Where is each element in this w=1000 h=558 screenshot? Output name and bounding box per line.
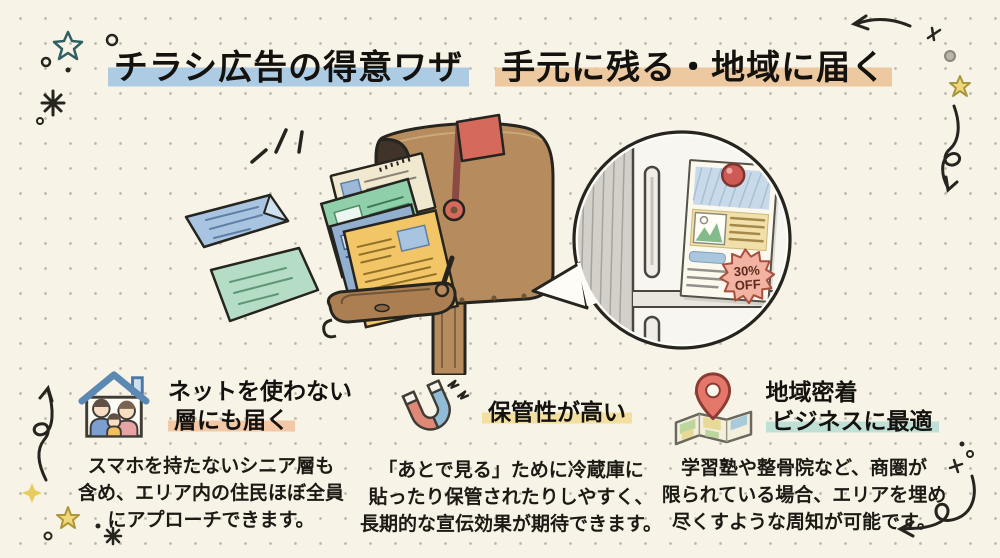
floating-flyer-blue-icon [184,193,290,249]
sparkle-icon [948,458,964,474]
feature-body-line: にアプローチできます。 [107,510,315,531]
circle-doodle-icon [43,531,53,541]
feature3-heading-line1: 地域密着 [765,379,858,405]
doodle-top-right [850,14,971,193]
spark-icon [447,379,470,400]
mailbox-door [322,255,457,339]
feature-body-line: 含め、エリア内の住民ほぼ全員 [77,483,344,504]
flyer-on-fridge-icon: 30% OFF [679,159,781,306]
feature-heading: ネットを使わない 層にも届く [168,377,352,435]
feature-body: スマホを持たないシニア層も 含め、エリア内の住民ほぼ全員 にアプローチできます。 [52,453,370,534]
feature1-heading-line2: 層にも届く [168,407,295,433]
curved-arrow-icon [850,14,912,31]
yellow-star-icon [949,75,971,97]
emphasis-lines-icon [250,128,304,164]
fridge-magnifier-callout: 30% OFF [531,130,792,350]
circle-doodle-icon [944,50,956,62]
feature2-heading-line1: 保管性が高い [482,398,632,425]
loop-arrow-up-icon [32,384,54,482]
feature1-heading-line1: ネットを使わない [168,378,352,404]
feature-body-line: スマホを持たないシニア層も [87,456,335,477]
feature-card-local: 地域密着 ビジネスに最適 学習塾や整骨院など、商圏が 限られている場合、エリアを… [645,368,963,536]
map-pin-icon [674,372,752,446]
mailbox-flag-icon [442,113,506,222]
title-part2: 手元に残る・地域に届く [495,40,893,89]
magnet-dot-icon [720,162,746,188]
loop-arrow-left-icon [896,474,976,538]
loop-arrow-down-icon [941,104,961,193]
feature-body-line: 貼ったり保管されたりしやすく、 [368,487,654,508]
sticker-line2: OFF [734,276,761,293]
doodle-top-left [36,30,119,125]
feature-card-reach: ネットを使わない 層にも届く スマホを持たないシニア層も 含め、エリア内の住民ほ… [52,368,370,534]
doodle-bottom-right [896,441,976,538]
mailbox-illustration [184,113,555,375]
house-family-icon [78,371,150,438]
yellow-star-icon [56,506,80,529]
floating-flyer-green-icon [209,246,320,323]
page-title: チラシ広告の得意ワザ 手元に残る・地域に届く [0,40,1000,89]
feature-body-line: 長期的な宣伝効果が期待できます。 [359,514,663,535]
doodle-bottom-left [22,384,123,546]
yellow-sparkle-icon [22,483,42,503]
title-part1: チラシ広告の得意ワザ [107,40,470,89]
feature3-heading-line2: ビジネスに最適 [765,408,939,434]
feature-card-storage: 保管性が高い 「あとで見る」ために冷蔵庫に 貼ったり保管されたりしやすく、 長期… [352,376,670,538]
feature-body: 学習塾や整骨院など、商圏が 限られている場合、エリアを埋め 尽くすような周知が可… [645,455,963,536]
circle-doodle-icon [966,450,974,458]
sparkle-icon [926,26,942,42]
circle-doodle-icon [40,56,52,68]
discount-sticker: 30% OFF [719,248,776,305]
feature-body-line: 尽くすような周知が可能です。 [671,512,937,533]
feature-body: 「あとで見る」ために冷蔵庫に 貼ったり保管されたりしやすく、 長期的な宣伝効果が… [352,457,670,538]
circle-doodle-icon [36,117,44,125]
feature-body-line: 限られている場合、エリアを埋め [661,485,947,506]
feature-body-line: 「あとで見る」ために冷蔵庫に [378,460,644,481]
magnet-icon [401,379,470,431]
asterisk-sparkle-icon [103,526,123,546]
asterisk-sparkle-icon [40,89,66,117]
star-outline-icon [52,30,84,61]
circle-doodle-icon [105,33,119,47]
feature-body-line: 学習塾や整骨院など、商圏が [680,458,928,479]
sticker-line1: 30% [733,262,760,279]
